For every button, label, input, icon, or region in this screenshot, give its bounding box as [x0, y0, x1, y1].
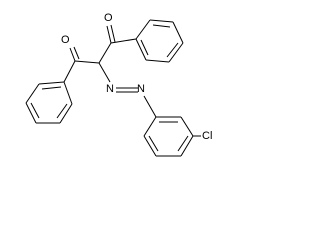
chlorophenyl-ring [143, 116, 201, 157]
phenyl-ring-top-right [135, 19, 184, 63]
oxygen-atom-label-right: O [104, 12, 113, 24]
central-carbon-bonds [74, 42, 112, 83]
chlorine-atom-label: Cl [202, 130, 212, 142]
chemical-structure-diagram: O O N N Cl [25, 12, 212, 157]
left-carbonyl-group [63, 46, 80, 83]
nitrogen-atom-label-lower: N [137, 83, 145, 95]
oxygen-atom-label-left: O [61, 34, 70, 46]
right-carbonyl-group [106, 24, 137, 44]
nitrogen-atom-label-upper: N [106, 83, 114, 95]
carbonyl-bond-right [110, 38, 137, 44]
phenyl-ring-bottom-left [25, 81, 73, 124]
azo-group [116, 87, 157, 118]
